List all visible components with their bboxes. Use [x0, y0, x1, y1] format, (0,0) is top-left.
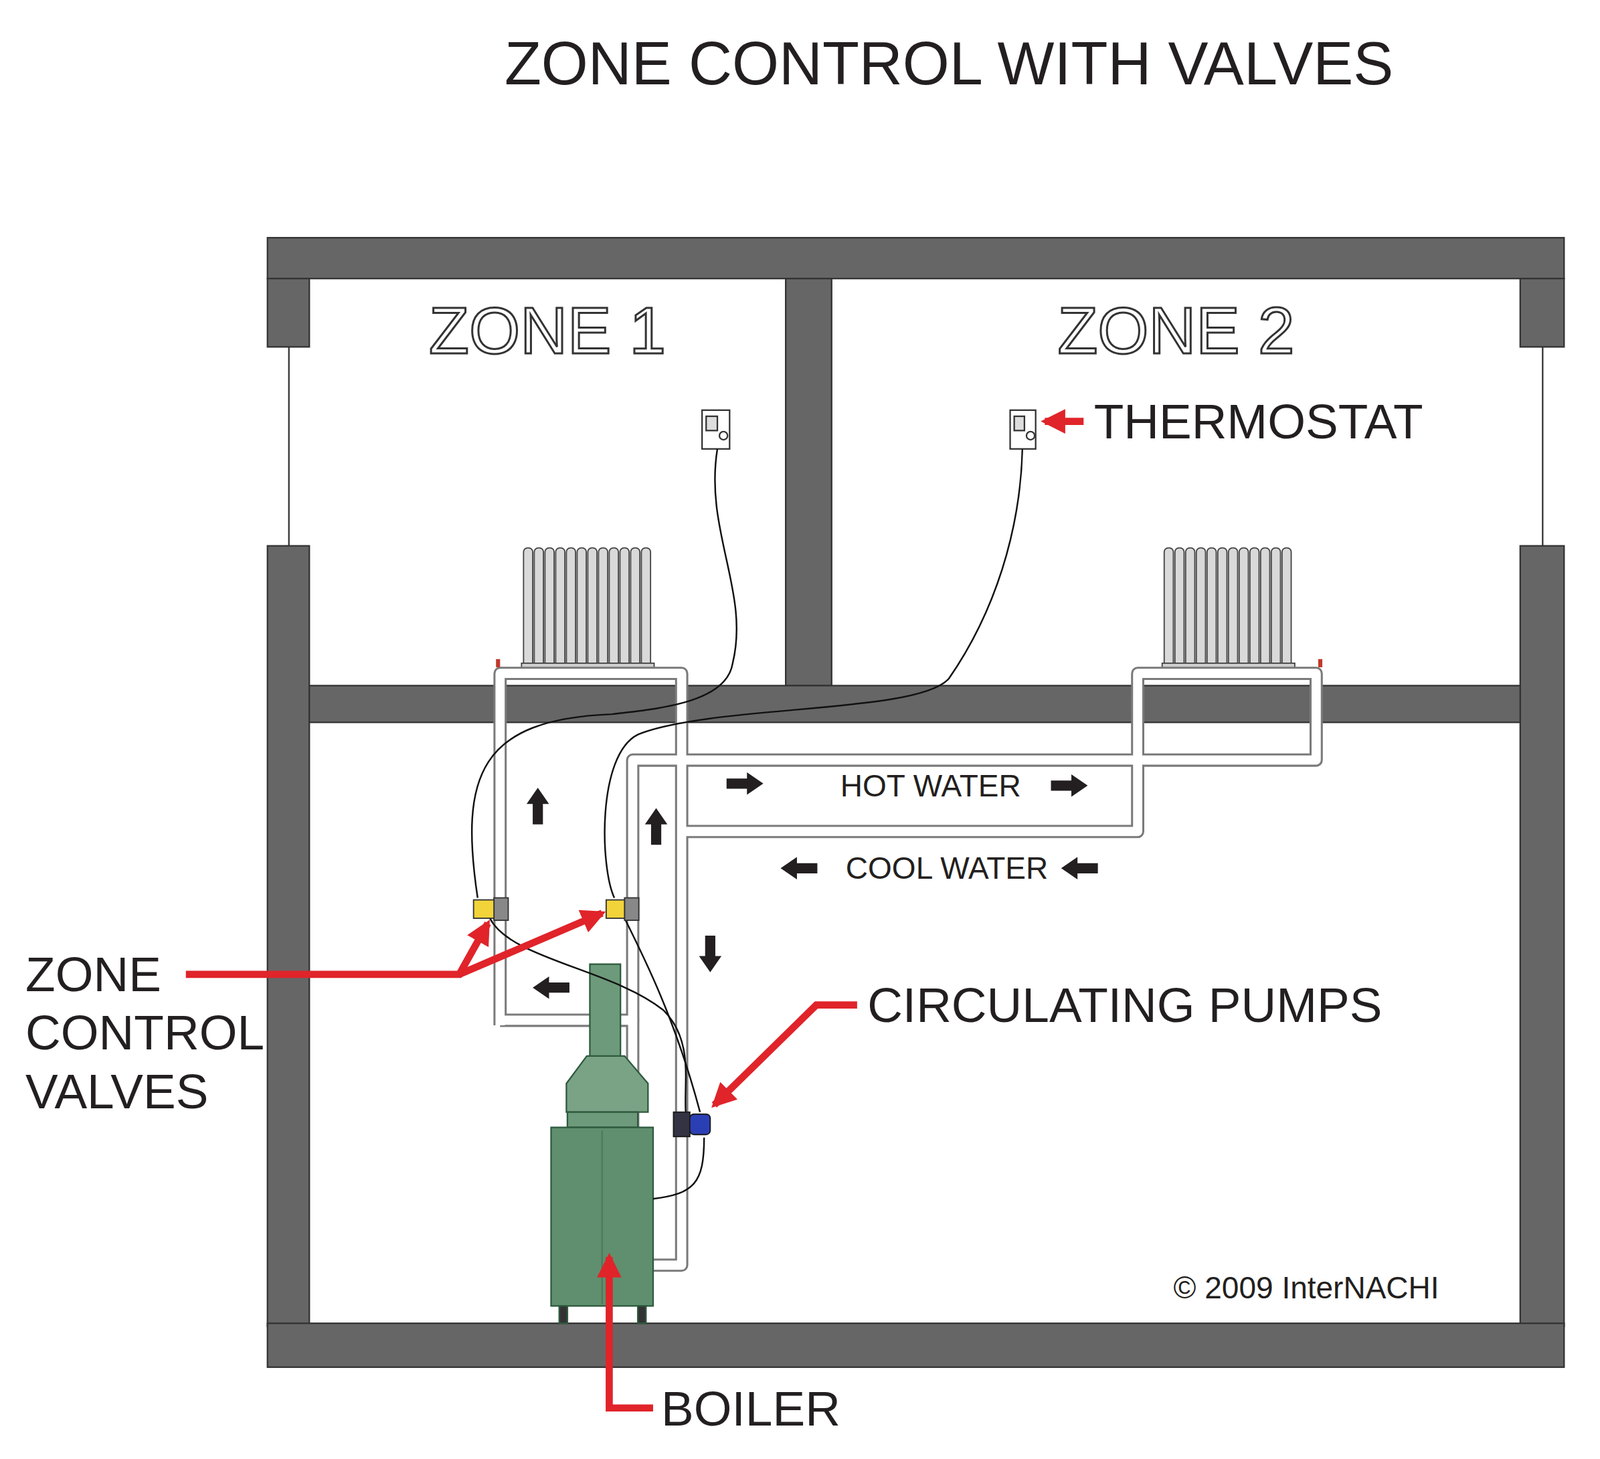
- thermostat: [719, 431, 728, 440]
- house-wall: [309, 685, 1521, 723]
- flow-arrow: [780, 857, 818, 880]
- boiler-drawing: [559, 1305, 568, 1323]
- radiator: [1228, 548, 1238, 669]
- callout-leader: [714, 1005, 857, 1105]
- zone-control-valve: [473, 900, 494, 919]
- radiator: [1282, 548, 1292, 669]
- radiator-bleed-valve: [1318, 659, 1323, 668]
- radiator: [1164, 548, 1174, 669]
- radiator: [587, 548, 597, 669]
- radiator: [1239, 548, 1249, 669]
- radiator: [598, 548, 608, 669]
- boiler-drawing: [637, 1305, 646, 1323]
- house-wall: [267, 237, 1565, 1368]
- zone-name: ZONE 2: [1057, 295, 1295, 368]
- flow-arrow: [1051, 774, 1089, 797]
- house-wall: [267, 1322, 1565, 1368]
- house-wall: [267, 278, 310, 347]
- callout-leader: [608, 1256, 654, 1408]
- radiator: [576, 548, 587, 669]
- callout-leader: [1044, 417, 1084, 425]
- house-wall: [1520, 546, 1565, 1327]
- zone-control-valve: [606, 900, 625, 919]
- boiler-drawing: [551, 964, 654, 1324]
- boiler-drawing: [589, 964, 621, 1058]
- radiator: [1175, 548, 1185, 669]
- zone-control-valve: [473, 898, 640, 921]
- callout-label: CIRCULATING PUMPS: [867, 975, 1382, 1035]
- radiator: [608, 548, 619, 669]
- radiator: [521, 548, 654, 672]
- radiator-bleed-valve: [495, 659, 500, 668]
- radiator: [619, 548, 630, 669]
- window-line: [1541, 346, 1544, 546]
- flow-arrow: [699, 935, 723, 973]
- radiator: [1162, 548, 1295, 672]
- control-wire: [604, 449, 1023, 899]
- radiator: [1260, 548, 1271, 669]
- thermostat: [701, 410, 1036, 450]
- diagram-title: ZONE CONTROL WITH VALVES: [504, 27, 1394, 100]
- thermostat: [705, 416, 718, 431]
- radiator: [566, 548, 576, 669]
- flow-label: COOL WATER: [845, 849, 1048, 887]
- control-wire: [471, 449, 1023, 1199]
- callout-leader: [459, 912, 602, 974]
- flow-arrow: [532, 976, 570, 1000]
- zone-room: ZONE 2: [831, 278, 1521, 686]
- radiator: [1250, 548, 1260, 669]
- flow-label: HOT WATER: [840, 767, 1022, 805]
- copyright-note: © 2009 InterNACHI: [1173, 1269, 1440, 1307]
- house-wall: [785, 278, 832, 686]
- thermostat: [1026, 431, 1035, 440]
- thermostat: [1010, 410, 1036, 450]
- callout-label: ZONE CONTROL VALVES: [25, 944, 294, 1121]
- zone-room: ZONE 1: [309, 278, 786, 686]
- flow-arrow: [526, 772, 1099, 999]
- zone-name: ZONE 1: [428, 295, 666, 368]
- radiator: [555, 548, 565, 669]
- radiator: [544, 548, 555, 669]
- radiator: [1207, 548, 1217, 669]
- radiator: [1196, 548, 1206, 669]
- circulating-pump: [689, 1114, 710, 1135]
- flow-arrow: [645, 807, 668, 845]
- radiator-bleed-valve: [495, 659, 1323, 668]
- window-line: [288, 346, 290, 546]
- zone-control-valve: [624, 898, 639, 921]
- thermostat: [701, 410, 730, 450]
- radiator: [1217, 548, 1228, 669]
- boiler-drawing: [567, 1112, 638, 1128]
- window-line: [289, 346, 1544, 546]
- circulating-pump: [673, 1112, 690, 1137]
- radiator: [641, 548, 651, 669]
- callout-leader: [186, 421, 1085, 1408]
- radiator: [630, 548, 640, 669]
- radiator: [1271, 548, 1281, 669]
- flow-arrow: [726, 772, 764, 795]
- circulating-pump: [673, 1112, 710, 1137]
- boiler-drawing: [551, 1127, 654, 1307]
- callout-label: BOILER: [661, 1379, 841, 1439]
- house-wall: [267, 237, 1565, 279]
- control-wire: [624, 918, 700, 1113]
- radiator: [523, 548, 533, 669]
- zone-control-valve: [493, 898, 508, 921]
- boiler-drawing: [566, 1055, 648, 1113]
- thermostat: [1014, 416, 1025, 431]
- house-wall: [1520, 278, 1565, 347]
- flow-arrow: [1061, 857, 1099, 880]
- callout-label: THERMOSTAT: [1094, 392, 1424, 452]
- callout-leader: [186, 923, 488, 975]
- house-wall: [267, 546, 310, 1327]
- radiator: [534, 548, 544, 669]
- boiler-drawing: [601, 1130, 603, 1304]
- flow-arrow: [526, 787, 550, 825]
- radiator: [1185, 548, 1196, 669]
- control-wire: [653, 1137, 704, 1199]
